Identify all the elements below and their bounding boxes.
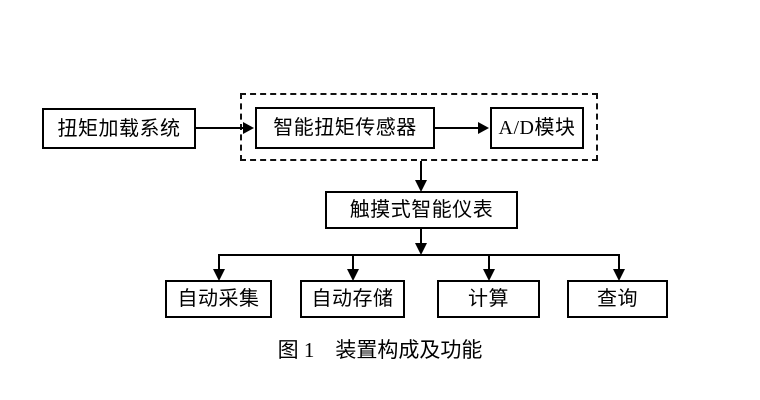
connector-group-to-instrument-line — [420, 161, 422, 183]
node-smart-torque-sensor[interactable]: 智能扭矩传感器 — [255, 107, 435, 149]
connector-bus-to-auto-storage-arrowhead — [347, 269, 359, 281]
node-touch-smart-instrument[interactable]: 触摸式智能仪表 — [325, 191, 518, 229]
node-auto-storage-label: 自动存储 — [311, 288, 394, 310]
connector-instrument-to-bus-line — [420, 229, 422, 248]
connector-bus-to-auto-acquisition-line — [218, 254, 220, 274]
node-auto-storage[interactable]: 自动存储 — [300, 280, 405, 318]
node-ad-module[interactable]: A/D模块 — [490, 107, 584, 149]
connector-group-to-instrument-arrowhead — [415, 180, 427, 192]
connector-loading-to-sensor-line — [196, 127, 244, 129]
node-torque-loading-system[interactable]: 扭矩加载系统 — [42, 108, 196, 149]
connector-bus-to-calculation-arrowhead — [483, 269, 495, 281]
node-calculation-label: 计算 — [468, 288, 509, 310]
node-torque-loading-system-label: 扭矩加载系统 — [57, 117, 181, 140]
node-auto-acquisition-label: 自动采集 — [177, 288, 260, 310]
connector-bus-to-auto-storage-line — [352, 254, 354, 274]
node-ad-module-label: A/D模块 — [498, 117, 576, 139]
node-query-label: 查询 — [597, 288, 638, 310]
connector-bus-to-auto-acquisition-arrowhead — [213, 269, 225, 281]
figure-caption: 图 1 装置构成及功能 — [277, 338, 483, 362]
connector-bus-to-calculation-line — [488, 254, 490, 274]
connector-bus-to-query-arrowhead — [613, 269, 625, 281]
node-touch-smart-instrument-label: 触摸式智能仪表 — [349, 199, 494, 221]
connector-instrument-to-bus-arrowhead — [415, 243, 427, 255]
node-smart-torque-sensor-label: 智能扭矩传感器 — [273, 117, 417, 139]
connector-distribution-bus — [218, 254, 620, 256]
node-auto-acquisition[interactable]: 自动采集 — [165, 280, 272, 318]
connector-sensor-to-ad-line — [435, 127, 479, 129]
connector-bus-to-query-line — [618, 254, 620, 274]
connector-loading-to-sensor-arrowhead — [243, 122, 254, 134]
connector-sensor-to-ad-arrowhead — [478, 122, 489, 134]
node-query[interactable]: 查询 — [567, 280, 668, 318]
node-calculation[interactable]: 计算 — [437, 280, 540, 318]
